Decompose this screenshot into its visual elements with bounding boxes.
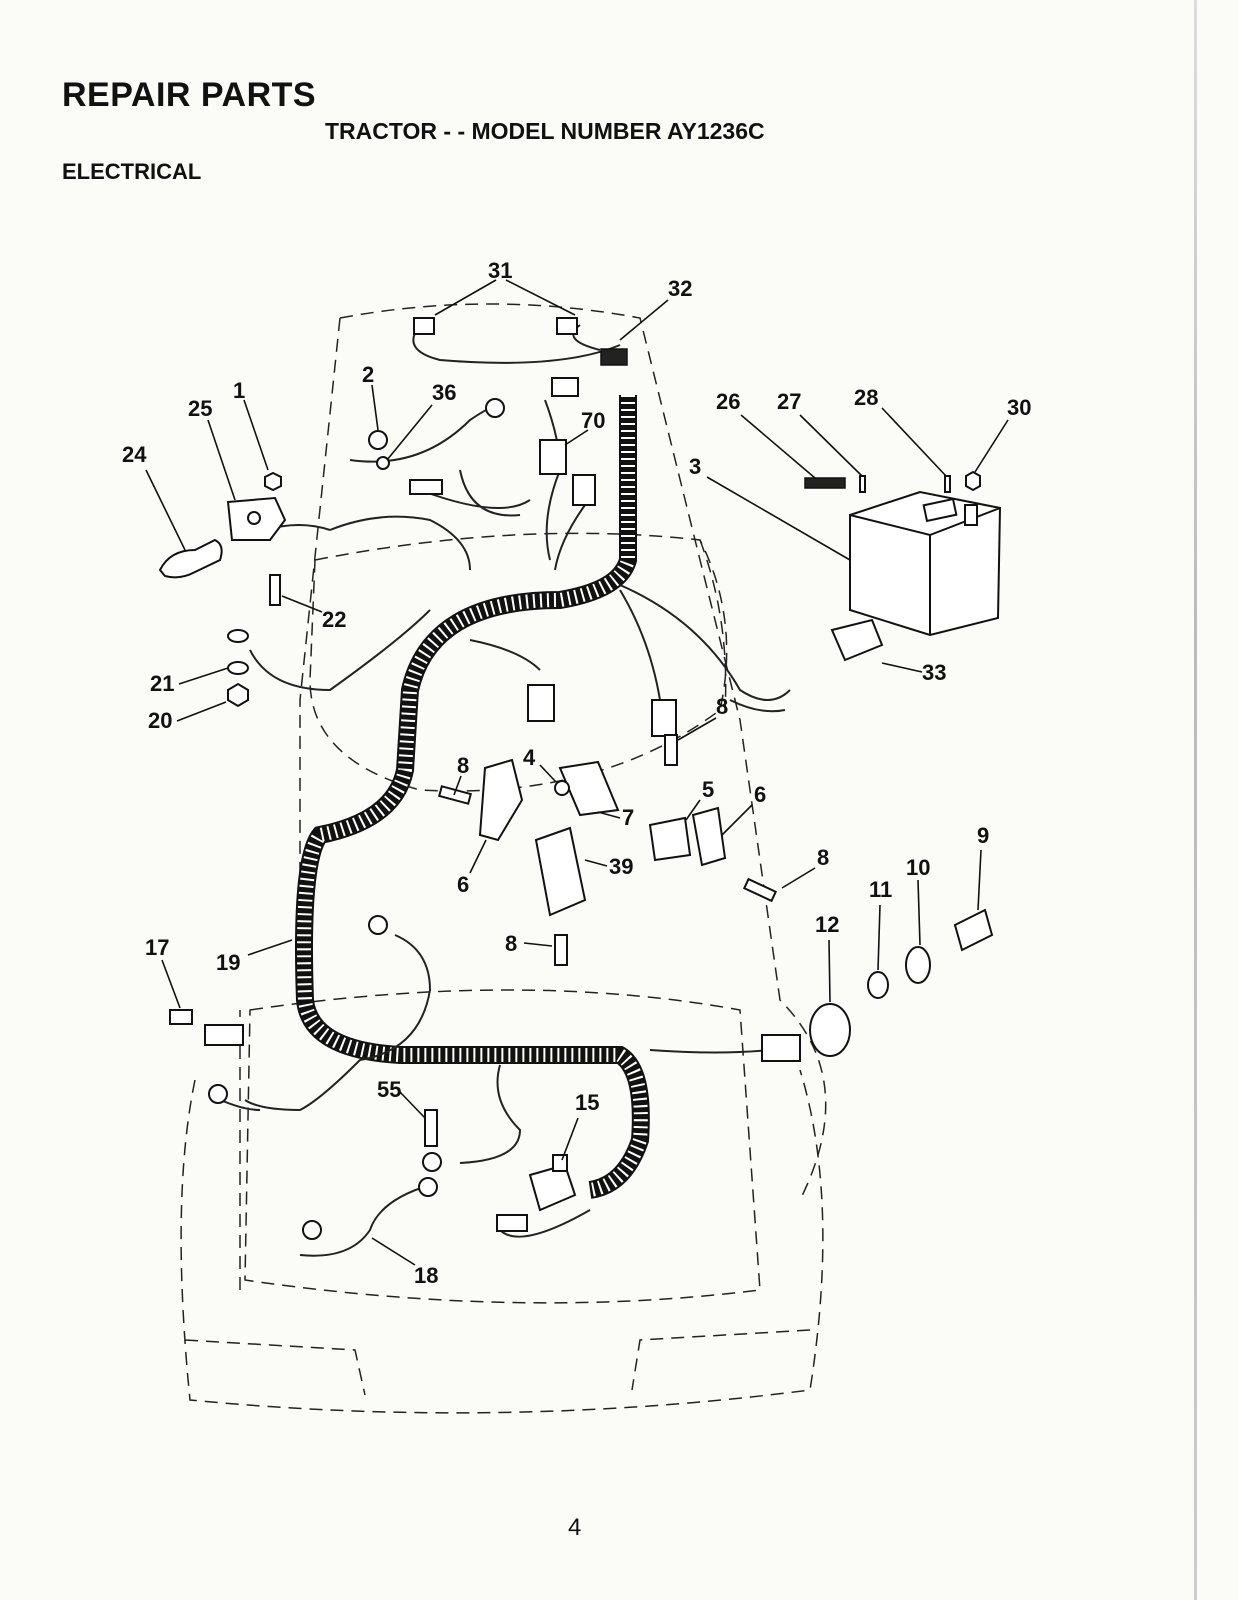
callout-30: 30: [1007, 395, 1031, 420]
callout-18: 18: [414, 1263, 438, 1288]
callout-32: 32: [668, 276, 692, 301]
ground-terminal: [485, 398, 505, 418]
ring-terminal: [368, 430, 388, 450]
nut-4: [554, 780, 570, 796]
ignition-bezel: [905, 946, 931, 984]
callout-12: 12: [815, 912, 839, 937]
callout-11: 11: [869, 877, 892, 902]
mounting-bracket: [558, 760, 620, 817]
callout-22: 22: [322, 607, 346, 632]
harness-plug: [409, 479, 443, 495]
hex-nut-1: [264, 471, 282, 492]
callout-26: 26: [716, 389, 740, 414]
callout-28: 28: [854, 385, 878, 410]
model-subtitle: TRACTOR - - MODEL NUMBER AY1236C: [325, 118, 765, 144]
callout-8-left: 8: [457, 753, 469, 778]
nut-30: [965, 470, 981, 492]
callout-2: 2: [362, 362, 374, 387]
tractor-outline: [180, 303, 827, 1414]
callout-4: 4: [523, 745, 536, 770]
interlock-switch-right: [691, 806, 727, 867]
ignition-connector: [761, 1034, 801, 1062]
callout-36: 36: [432, 380, 456, 405]
callout-6-right: 6: [754, 782, 766, 807]
fuse-holder: [204, 1024, 244, 1046]
page-edge: [1194, 0, 1197, 1600]
lock-washer-21: [227, 661, 249, 675]
interlock-switch-left: [478, 758, 524, 842]
bolt-8c: [742, 877, 778, 903]
callout-33: 33: [922, 660, 946, 685]
bolt-8d: [554, 934, 568, 966]
washer-28: [944, 475, 951, 493]
callout-21: 21: [150, 671, 174, 696]
callout-17: 17: [145, 935, 169, 960]
page-number: 4: [568, 1514, 582, 1541]
parts: [158, 317, 1002, 1240]
harness-connector-lower-left: [527, 684, 555, 722]
fuse: [169, 1009, 193, 1025]
bolt-8a: [437, 785, 473, 805]
callout-70: 70: [581, 408, 605, 433]
headlight-connector: [600, 348, 628, 366]
rocker-switch: [830, 618, 884, 662]
washer-a: [227, 629, 249, 643]
leader-lines: [145, 279, 1009, 1266]
callout-25: 25: [188, 396, 212, 421]
callout-10: 10: [906, 855, 930, 880]
harness-connector-small: [572, 474, 596, 506]
seat-switch-connector: [496, 1214, 528, 1232]
bolt-22: [269, 574, 281, 606]
page-title: REPAIR PARTS: [62, 76, 317, 114]
callout-19: 19: [216, 950, 240, 975]
callout-6-left: 6: [457, 872, 469, 897]
ignition-switch: [809, 1003, 851, 1057]
callout-24: 24: [122, 442, 147, 467]
hex-nut-20: [227, 682, 249, 708]
callout-5: 5: [702, 777, 714, 802]
callout-8-bottom: 8: [505, 931, 517, 956]
switch-bracket-39: [534, 826, 587, 917]
harness-connector-lower-right: [651, 699, 677, 737]
ignition-nut: [867, 971, 889, 999]
terminal-boot: [158, 538, 223, 579]
callout-numbers: 31 32 2 36 70 1 25 24 26 27 28 30 3 22 2…: [122, 258, 1031, 1288]
callout-31: 31: [488, 258, 512, 283]
headlight-bulb-right: [556, 317, 578, 335]
bolt-8b: [664, 734, 678, 766]
bracket-5: [648, 816, 692, 862]
headlight-bulb-left: [413, 317, 435, 335]
callout-27: 27: [777, 389, 801, 414]
lock-washer: [376, 456, 390, 470]
ignition-key: [953, 908, 994, 952]
battery: [849, 490, 1002, 637]
callout-9: 9: [977, 823, 989, 848]
washer-27: [859, 475, 866, 493]
section-label: ELECTRICAL: [62, 159, 202, 184]
coiled-harness: [295, 395, 650, 1199]
callout-20: 20: [148, 708, 172, 733]
ground-terminal-19: [368, 915, 388, 935]
callout-39: 39: [609, 854, 633, 879]
callout-55: 55: [377, 1077, 401, 1102]
callout-1: 1: [233, 378, 245, 403]
callout-8-top: 8: [716, 694, 728, 719]
bolt-55: [424, 1109, 438, 1147]
callout-7: 7: [622, 805, 634, 830]
harness-connector-70: [539, 439, 567, 475]
callout-3: 3: [689, 454, 701, 479]
harness-connector-top: [551, 377, 579, 397]
callout-8-right: 8: [817, 845, 829, 870]
callout-15: 15: [575, 1090, 599, 1115]
battery-bolt: [804, 477, 846, 489]
